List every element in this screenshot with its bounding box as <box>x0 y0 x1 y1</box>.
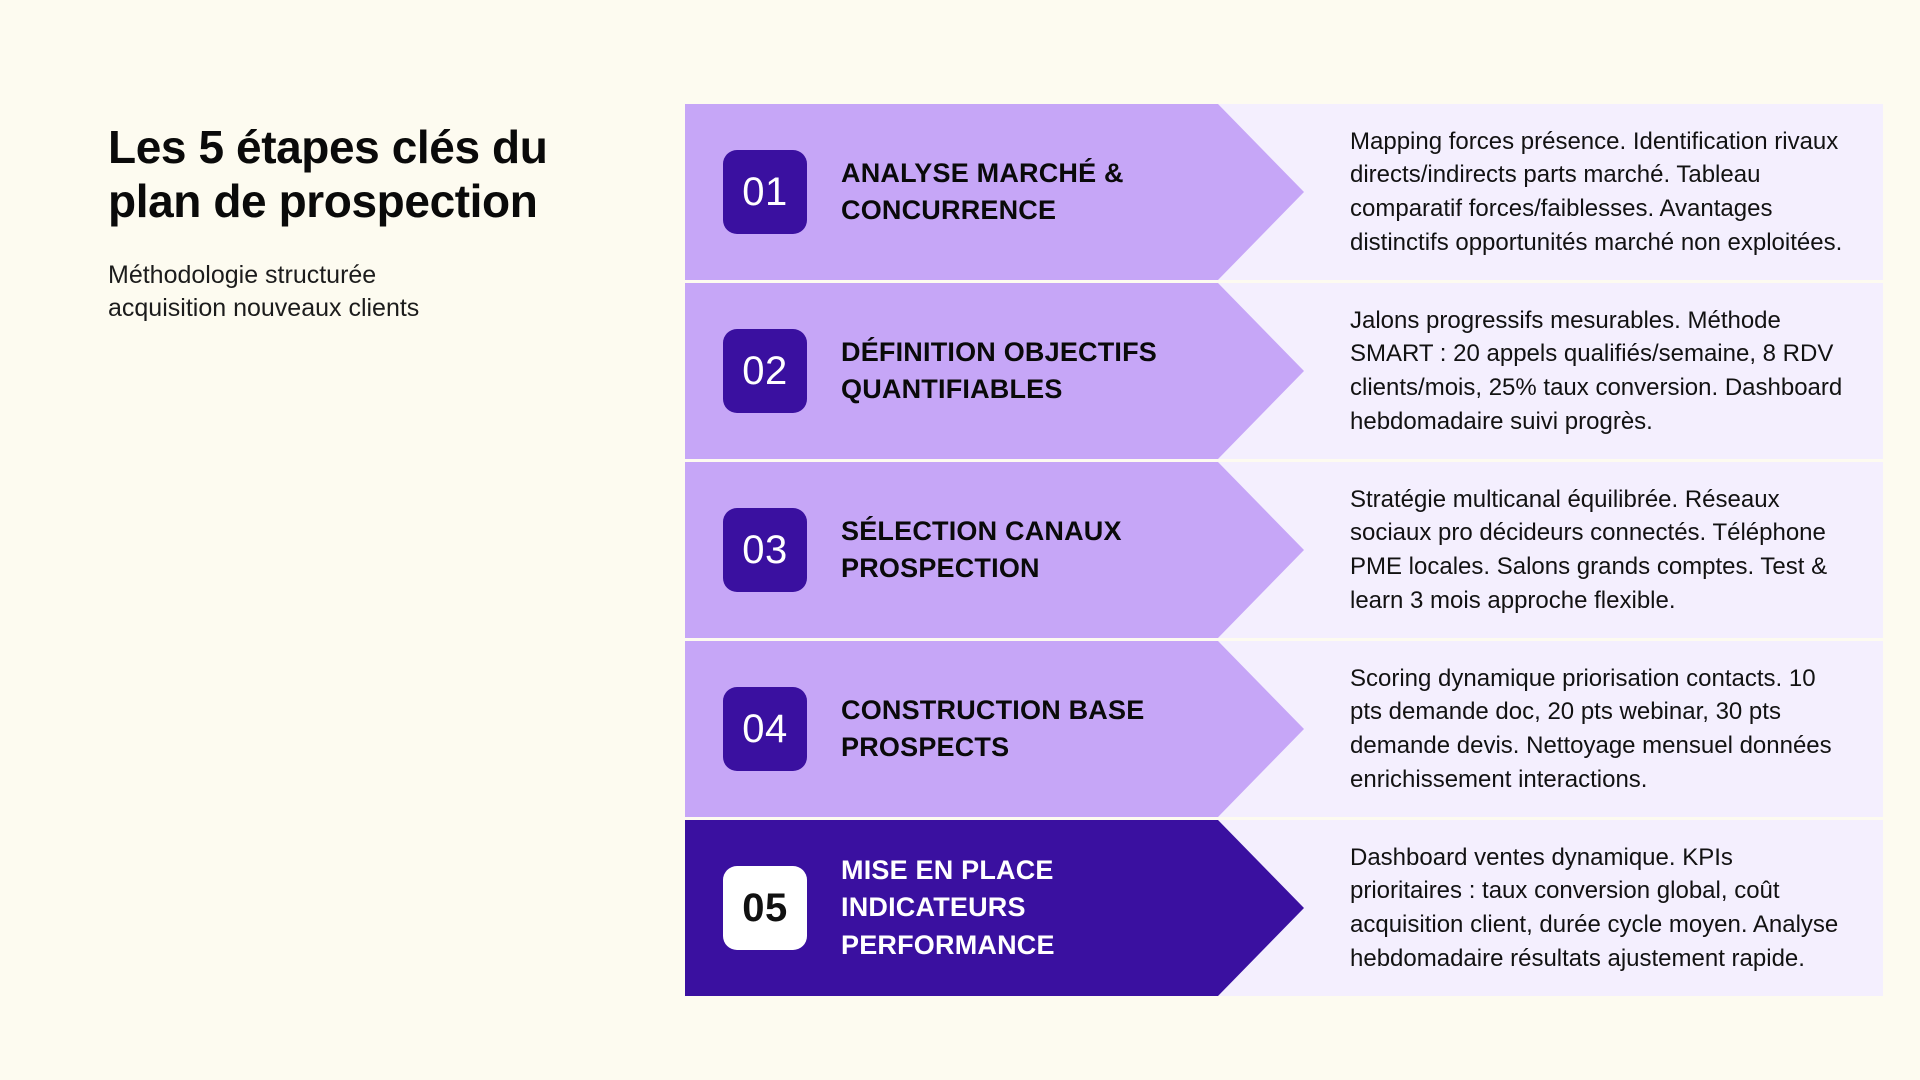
step-row[interactable]: 05 MISE EN PLACE INDICATEURS PERFORMANCE D… <box>685 820 1883 996</box>
step-description-panel: Scoring dynamique priorisation contacts.… <box>1218 641 1883 817</box>
step-number-badge: 03 <box>723 508 807 592</box>
step-arrow-band: 05 MISE EN PLACE INDICATEURS PERFORMANCE <box>685 820 1218 996</box>
step-description: Jalons progressifs mesurables. Méthode S… <box>1350 306 1843 435</box>
step-row[interactable]: 03 SÉLECTION CANAUX PROSPECTION Stratégie … <box>685 462 1883 638</box>
step-description: Mapping forces présence. Identification … <box>1350 127 1843 256</box>
step-description: Stratégie multicanal équilibrée. Réseaux… <box>1350 485 1828 614</box>
step-row[interactable]: 01 ANALYSE MARCHÉ & CONCURRENCE Mapping fo… <box>685 104 1883 280</box>
step-row[interactable]: 04 CONSTRUCTION BASE PROSPECTS Scoring dyn… <box>685 641 1883 817</box>
step-title: ANALYSE MARCHÉ & CONCURRENCE <box>841 157 1124 225</box>
step-description: Dashboard ventes dynamique. KPIs priorit… <box>1350 843 1839 972</box>
step-description-panel: Stratégie multicanal équilibrée. Réseaux… <box>1218 462 1883 638</box>
page-title: Les 5 étapes clés du plan de prospection <box>108 121 548 228</box>
step-arrow-band: 03 SÉLECTION CANAUX PROSPECTION <box>685 462 1218 638</box>
step-arrow-band: 01 ANALYSE MARCHÉ & CONCURRENCE <box>685 104 1218 280</box>
step-description-panel: Dashboard ventes dynamique. KPIs priorit… <box>1218 820 1883 996</box>
intro-block: Les 5 étapes clés du plan de prospection… <box>108 120 608 326</box>
step-title: SÉLECTION CANAUX PROSPECTION <box>841 515 1122 583</box>
step-title: DÉFINITION OBJECTIFS QUANTIFIABLES <box>841 336 1158 404</box>
page-subtitle: Méthodologie structurée acquisition nouv… <box>108 260 420 323</box>
step-number-badge: 05 <box>723 866 807 950</box>
steps-list: 01 ANALYSE MARCHÉ & CONCURRENCE Mapping fo… <box>685 104 1883 996</box>
step-arrow-band: 04 CONSTRUCTION BASE PROSPECTS <box>685 641 1218 817</box>
step-number-badge: 01 <box>723 150 807 234</box>
step-number-badge: 04 <box>723 687 807 771</box>
step-title: CONSTRUCTION BASE PROSPECTS <box>841 694 1145 762</box>
step-number-badge: 02 <box>723 329 807 413</box>
step-title: MISE EN PLACE INDICATEURS PERFORMANCE <box>841 855 1055 960</box>
step-row[interactable]: 02 DÉFINITION OBJECTIFS QUANTIFIABLES Jalo… <box>685 283 1883 459</box>
step-description-panel: Mapping forces présence. Identification … <box>1218 104 1883 280</box>
step-description-panel: Jalons progressifs mesurables. Méthode S… <box>1218 283 1883 459</box>
step-arrow-band: 02 DÉFINITION OBJECTIFS QUANTIFIABLES <box>685 283 1218 459</box>
step-description: Scoring dynamique priorisation contacts.… <box>1350 664 1832 793</box>
